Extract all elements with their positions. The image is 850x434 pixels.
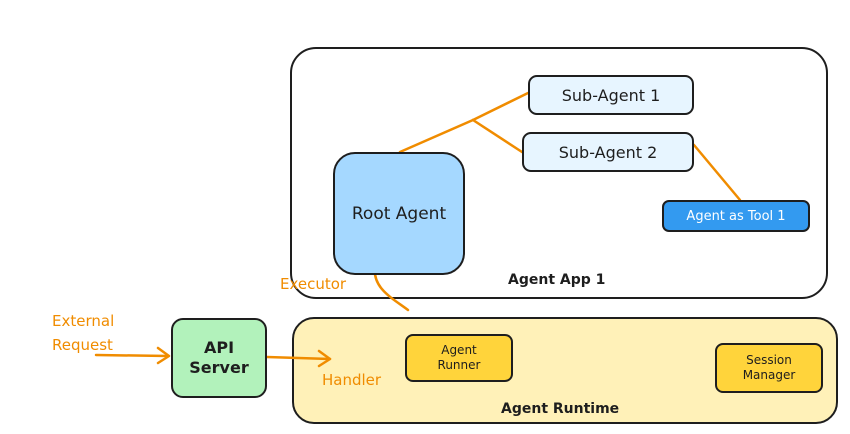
agent-runtime-title: Agent Runtime bbox=[501, 401, 620, 417]
edge-external-request-arrow bbox=[94, 353, 170, 358]
root-agent-node[interactable]: Root Agent bbox=[333, 152, 465, 275]
agent-runner-node[interactable]: Agent Runner bbox=[405, 334, 513, 382]
session-manager-node[interactable]: Session Manager bbox=[715, 343, 823, 393]
sub-agent-2-label: Sub-Agent 2 bbox=[558, 142, 658, 162]
handler-arrowhead bbox=[317, 349, 332, 368]
root-agent-label: Root Agent bbox=[351, 203, 447, 224]
edge-branch-sub-agent-2 bbox=[471, 118, 524, 154]
external-request-edge-label: External Request bbox=[52, 309, 114, 357]
external-request-line-2: Request bbox=[52, 336, 113, 354]
edge-branch-sub-agent-1 bbox=[471, 91, 530, 122]
agent-as-tool-node[interactable]: Agent as Tool 1 bbox=[662, 200, 810, 232]
api-server-label-line-2: Server bbox=[189, 358, 249, 377]
agent-as-tool-label: Agent as Tool 1 bbox=[686, 208, 786, 224]
session-manager-label-line-1: Session bbox=[746, 353, 792, 367]
edge-root-to-subagents bbox=[398, 118, 475, 154]
agent-app-title: Agent App 1 bbox=[508, 272, 606, 288]
api-server-node[interactable]: API Server bbox=[171, 318, 267, 398]
external-request-line-1: External bbox=[52, 312, 115, 330]
api-server-label-line-1: API bbox=[203, 338, 235, 357]
sub-agent-1-node[interactable]: Sub-Agent 1 bbox=[528, 75, 694, 115]
handler-edge-label: Handler bbox=[322, 371, 382, 389]
session-manager-label-line-2: Manager bbox=[742, 368, 796, 382]
external-request-arrowhead bbox=[156, 346, 171, 365]
edge-sub-agent-2-to-tool bbox=[692, 143, 742, 202]
agent-runner-label-line-1: Agent bbox=[441, 343, 477, 357]
edge-handler-arrow bbox=[265, 355, 332, 361]
executor-edge-label: Executor bbox=[280, 275, 347, 293]
agent-runner-label-line-2: Runner bbox=[437, 358, 481, 372]
sub-agent-2-node[interactable]: Sub-Agent 2 bbox=[522, 132, 694, 172]
sub-agent-1-label: Sub-Agent 1 bbox=[561, 85, 661, 105]
